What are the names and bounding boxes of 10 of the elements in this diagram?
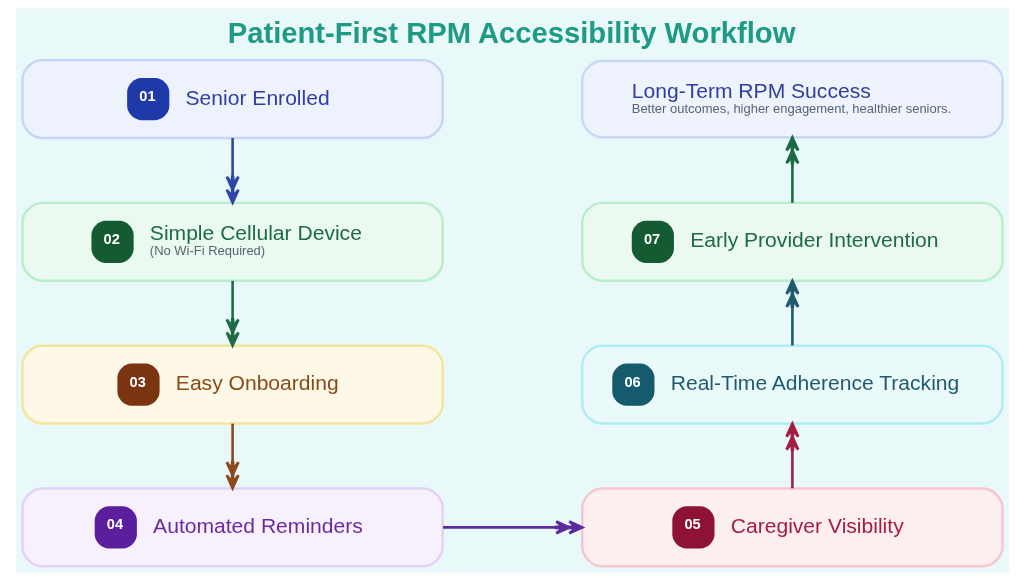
node-box: Long-Term RPM Success Better outcomes, higher engagement, healthier seniors.: [580, 59, 1004, 139]
node-box: 06 Real-Time Adherence Tracking: [580, 344, 1004, 425]
diagram-title: Patient-First RPM Accessibility Workflow: [227, 16, 795, 49]
node-box: 01 Senior Enrolled: [20, 58, 444, 140]
node-box: 03 Easy Onboarding: [20, 344, 444, 425]
node-box: 05 Caregiver Visibility: [580, 487, 1004, 568]
node-box: 07 Early Provider Intervention: [580, 201, 1004, 282]
arrow: [224, 138, 240, 204]
node-box: 02 Simple Cellular Device (No Wi-Fi Required): [20, 201, 444, 282]
node-box: 04 Automated Reminders: [20, 487, 444, 568]
